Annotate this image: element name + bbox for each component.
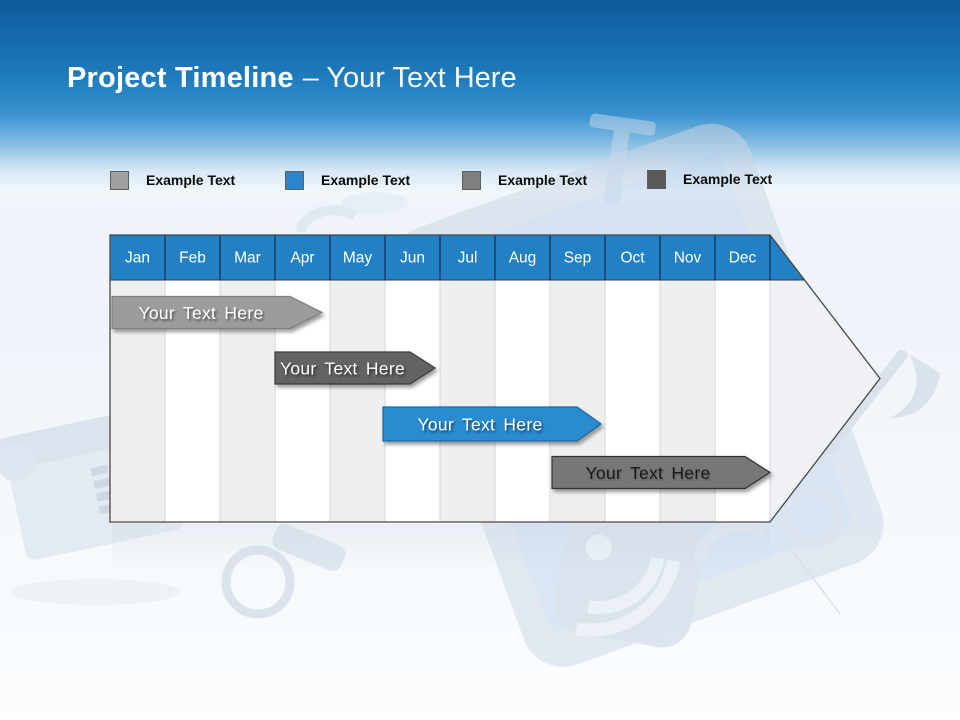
month-label: Aug [509,250,537,267]
month-label: May [343,250,373,267]
month-label: Jul [458,250,478,267]
month-label: Sep [564,250,592,267]
title-secondary: – Your Text Here [302,62,517,94]
column-stripe [440,280,495,522]
legend-item-2[interactable]: Example Text [285,169,410,191]
legend-swatch [647,169,666,189]
task-bar-label[interactable]: Your Text Here [418,415,543,435]
task-bar-2[interactable] [274,351,437,385]
legend-swatch [462,170,481,190]
task-bars [111,295,772,490]
month-label: Jun [400,250,425,267]
header-cell-borders [164,235,771,280]
task-bar-1[interactable] [111,295,324,330]
timeline-reflection [112,524,770,570]
arrow-reflection-line [771,523,841,615]
legend-item-1[interactable]: Example Text [110,169,235,191]
month-label: Nov [674,250,702,267]
legend-swatch [110,170,129,190]
task-bar-label[interactable]: Your Text Here [586,463,711,483]
month-label: Mar [234,250,261,267]
title-primary: Project Timeline [67,62,294,94]
legend-label: Example Text [683,171,773,187]
legend-swatch [285,170,304,190]
month-row: Jan Feb Mar Apr May Jun Jul Aug Sep Oct … [125,250,757,267]
task-bar-label[interactable]: Your Text Here [280,359,405,379]
pill-illustration [342,192,408,214]
hook-illustration [295,205,358,234]
timeline-arrow-outline [109,234,881,523]
month-label: Dec [729,250,757,267]
slide-title[interactable]: Project Timeline– Your Text Here [67,61,517,95]
legend-item-4[interactable]: Example Text [647,168,772,190]
legend-item-3[interactable]: Example Text [462,169,587,191]
project-timeline-chart: Jan Feb Mar Apr May Jun Jul Aug Sep Oct … [109,234,881,523]
column-stripe [385,280,440,522]
task-bar-4[interactable] [551,455,772,490]
task-bar-labels: Your Text Here Your Text Here Your Text … [139,303,711,483]
telephone-reflection [10,579,180,605]
month-label: Apr [290,250,314,267]
month-label: Feb [179,250,206,267]
task-bar-3[interactable] [382,406,603,442]
column-stripe [330,280,385,522]
legend-label: Example Text [321,172,411,188]
month-label: Oct [620,250,645,267]
legend-label: Example Text [146,172,236,188]
ring-illustration [780,486,844,550]
column-stripe [495,280,550,522]
legend-label: Example Text [498,172,588,188]
task-bar-label[interactable]: Your Text Here [139,303,264,323]
arrowhead-area [770,280,880,522]
stand-illustration [589,113,656,206]
month-label: Jan [125,250,150,267]
